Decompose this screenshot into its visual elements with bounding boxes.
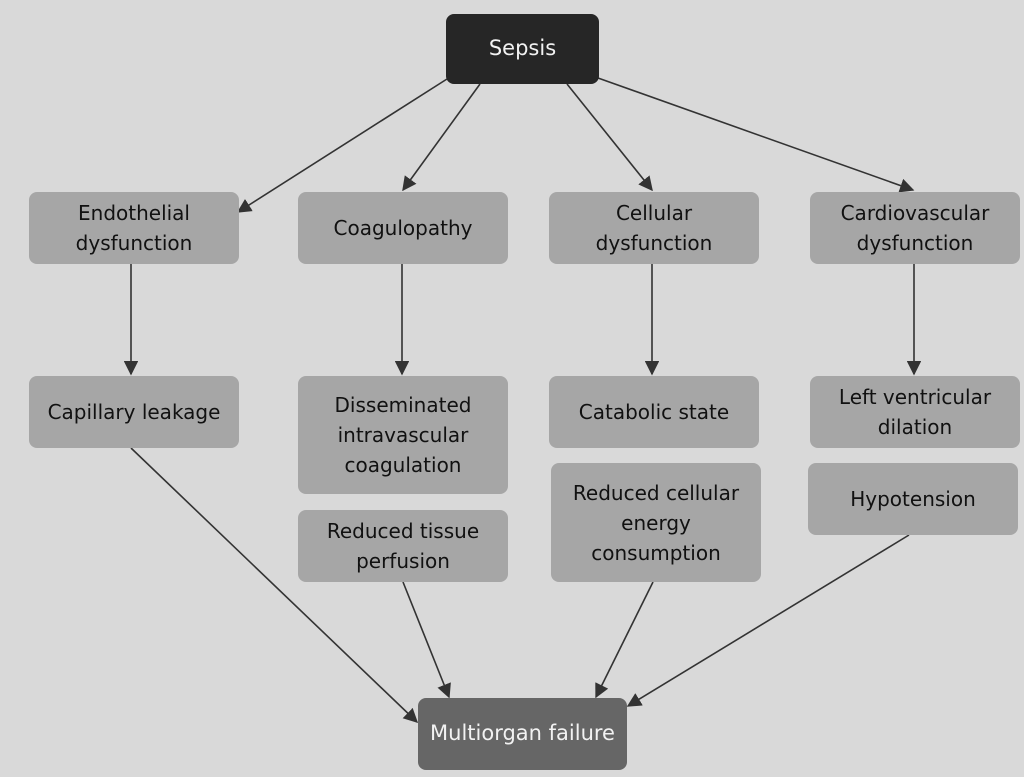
node-left-ventricular-dilation: Left ventricular dilation (810, 376, 1020, 448)
arrow-sepsis-to-coagulopathy (402, 83, 481, 192)
node-capillary-leakage: Capillary leakage (29, 376, 239, 448)
arrow-capillary-to-multiorgan (130, 447, 419, 723)
arrow-energy-to-multiorgan (595, 581, 654, 699)
node-reduced-tissue-perfusion: Reduced tissue perfusion (298, 510, 508, 582)
node-cardiovascular-dysfunction: Cardiovascular dysfunction (810, 192, 1020, 264)
arrow-perfusion-to-multiorgan (402, 581, 451, 699)
node-hypotension: Hypotension (808, 463, 1018, 535)
node-catabolic-state: Catabolic state (549, 376, 759, 448)
arrow-sepsis-to-cellular (566, 83, 653, 192)
arrow-sepsis-to-endothelial (236, 78, 448, 213)
arrow-hypotension-to-multiorgan (626, 534, 910, 707)
node-multiorgan-failure: Multiorgan failure (418, 698, 627, 770)
node-cellular-dysfunction: Cellular dysfunction (549, 192, 759, 264)
node-endothelial-dysfunction: Endothelial dysfunction (29, 192, 239, 264)
node-reduced-cellular-energy-consumption: Reduced cellular energy consumption (551, 463, 761, 582)
node-coagulopathy: Coagulopathy (298, 192, 508, 264)
node-sepsis: Sepsis (446, 14, 599, 84)
node-disseminated-intravascular-coagulation: Disseminated intravascular coagulation (298, 376, 508, 494)
arrow-sepsis-to-cardiovascular (597, 77, 915, 193)
